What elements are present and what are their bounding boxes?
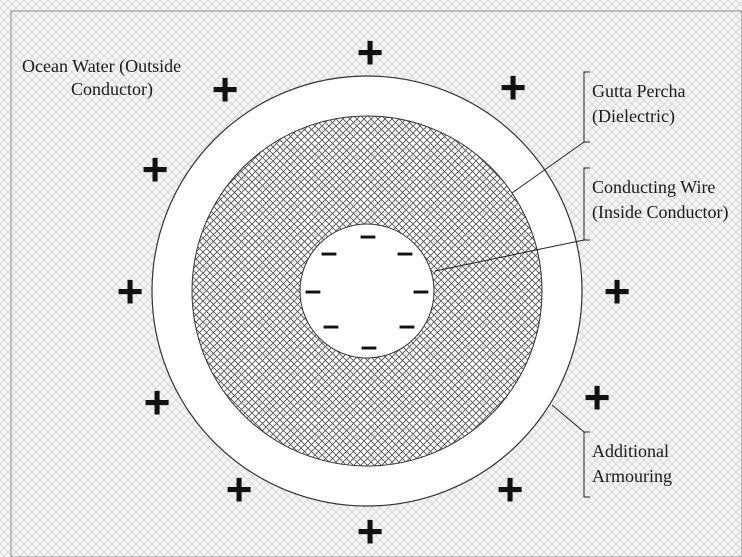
negative-charge: – bbox=[321, 236, 338, 269]
conducting-wire-leader bbox=[434, 239, 585, 272]
conducting-wire-core bbox=[299, 223, 435, 359]
positive-charge: + bbox=[604, 265, 631, 317]
conducting-wire-label-line2: (Inside Conductor) bbox=[592, 202, 728, 223]
positive-charge: + bbox=[497, 463, 524, 515]
positive-charge: + bbox=[226, 463, 253, 515]
negative-charge: – bbox=[413, 274, 430, 307]
negative-charge: – bbox=[360, 219, 377, 252]
positive-charge: + bbox=[357, 26, 384, 78]
negative-charge: – bbox=[305, 274, 322, 307]
positive-charge: + bbox=[117, 265, 144, 317]
positive-charge: + bbox=[357, 505, 384, 557]
negative-charge: – bbox=[397, 236, 414, 269]
gutta-percha-bracket bbox=[583, 71, 590, 143]
armouring-label-line1: Additional bbox=[592, 441, 669, 461]
positive-charge: + bbox=[500, 61, 527, 113]
conducting-wire-bracket bbox=[583, 167, 590, 241]
conducting-wire-label-line1: Conducting Wire bbox=[592, 177, 715, 197]
leader-lines bbox=[434, 71, 590, 498]
positive-charge: + bbox=[584, 371, 611, 423]
gutta-percha-label-line2: (Dielectric) bbox=[592, 106, 675, 127]
armouring-bracket bbox=[583, 431, 590, 498]
diagram-frame bbox=[10, 10, 742, 557]
ocean-water-label-line2: Conductor) bbox=[71, 79, 153, 100]
armouring-label-line2: Armouring bbox=[592, 466, 672, 486]
gutta-percha-leader bbox=[511, 141, 585, 194]
positive-charge: + bbox=[144, 376, 171, 428]
gutta-percha-label-line1: Gutta Percha bbox=[592, 81, 685, 101]
negative-charge: – bbox=[323, 309, 340, 342]
armouring-leader bbox=[551, 404, 585, 433]
negative-charge: – bbox=[361, 330, 378, 363]
ocean-water-label-line1: Ocean Water (Outside bbox=[22, 56, 181, 77]
negative-charge: – bbox=[399, 309, 416, 342]
positive-charges: + + + + + + + + + + + bbox=[117, 26, 631, 557]
negative-charges: – – – – – – – – bbox=[305, 219, 430, 363]
positive-charge: + bbox=[142, 143, 169, 195]
positive-charge: + bbox=[212, 63, 239, 115]
